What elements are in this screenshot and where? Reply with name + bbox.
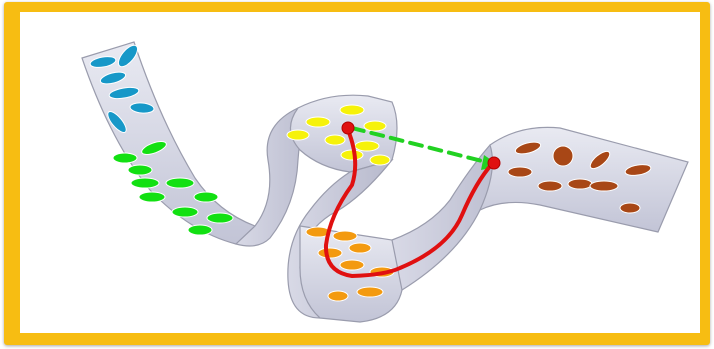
brown-point xyxy=(537,180,563,192)
cluster-brown xyxy=(507,141,652,214)
end-point-dot xyxy=(487,156,501,170)
cluster-orange xyxy=(305,226,395,302)
brown-point xyxy=(507,166,533,178)
brown-point xyxy=(567,178,593,190)
orange-point xyxy=(356,286,384,298)
yellow-point xyxy=(286,129,310,141)
yellow-point xyxy=(305,116,331,128)
cluster-green xyxy=(112,141,234,236)
brown-point xyxy=(589,150,611,170)
green-point xyxy=(206,212,234,224)
green-point xyxy=(112,152,138,164)
start-point-dot xyxy=(341,121,355,135)
green-point xyxy=(127,164,153,176)
cluster-blue xyxy=(89,44,155,133)
yellow-point xyxy=(340,149,364,161)
brown-point xyxy=(589,180,619,192)
blue-point xyxy=(108,86,140,100)
orange-point xyxy=(348,242,372,254)
brown-point xyxy=(624,164,652,176)
green-point xyxy=(165,177,195,189)
orange-point xyxy=(327,290,349,302)
blue-point xyxy=(107,111,127,133)
brown-point xyxy=(619,202,641,214)
yellow-point xyxy=(324,134,346,146)
green-point xyxy=(141,141,167,155)
yellow-point xyxy=(363,120,387,132)
cluster-yellow xyxy=(286,104,391,166)
brown-point xyxy=(514,141,542,155)
orange-point xyxy=(317,247,343,259)
blue-point xyxy=(117,44,139,68)
blue-point xyxy=(99,71,127,85)
blue-point xyxy=(89,56,117,68)
blue-point xyxy=(129,102,155,114)
green-point xyxy=(138,191,166,203)
yellow-point xyxy=(354,140,380,152)
euclidean-distance-line xyxy=(350,126,488,164)
orange-point xyxy=(332,230,358,242)
geodesic-distance-path xyxy=(323,128,494,279)
ribbon-left-band xyxy=(81,41,257,245)
green-point xyxy=(193,191,219,203)
yellow-point xyxy=(369,154,391,166)
brown-point xyxy=(552,145,574,167)
green-point xyxy=(187,224,213,236)
orange-point xyxy=(339,259,365,271)
yellow-point xyxy=(339,104,365,116)
green-point xyxy=(171,206,199,218)
green-point xyxy=(130,177,160,189)
